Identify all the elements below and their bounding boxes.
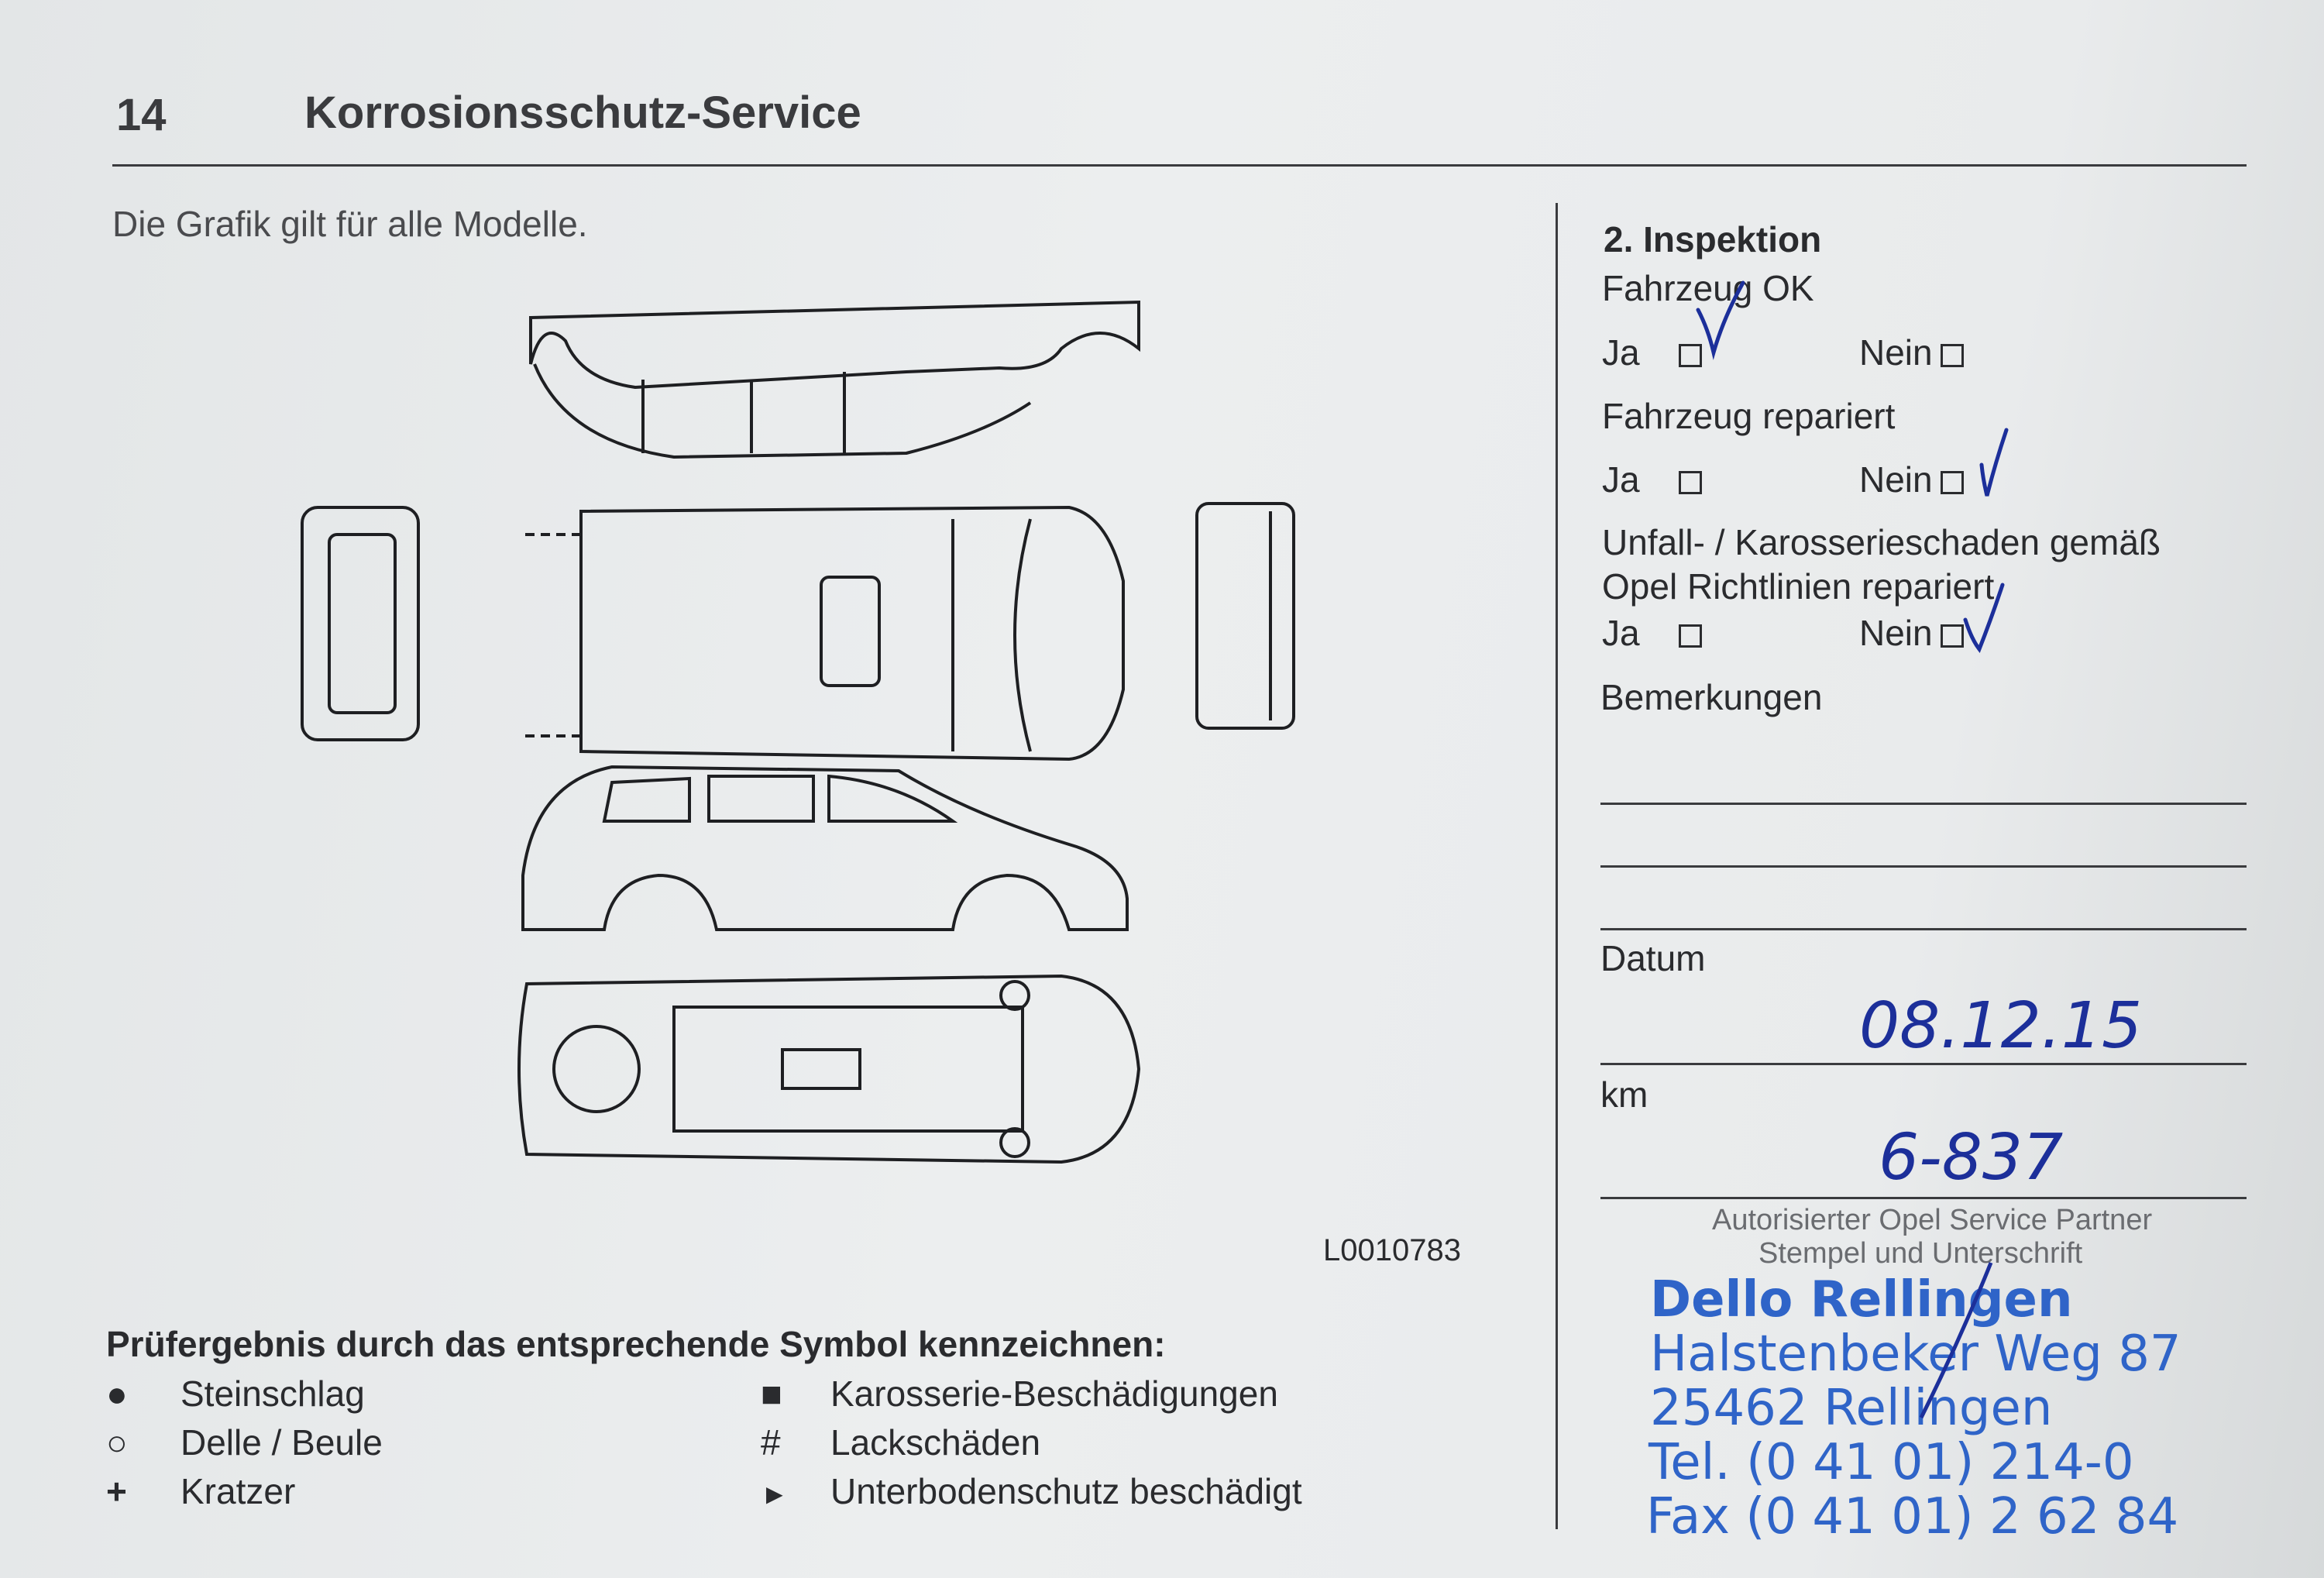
header-rule (112, 164, 2247, 167)
yes-label: Ja (1602, 459, 1640, 500)
legend-item: ► Unterbodenschutz beschädigt (761, 1470, 1302, 1512)
check-mark-icon (1696, 280, 1745, 360)
legend-label: Delle / Beule (180, 1422, 383, 1463)
legend-label: Unterbodenschutz beschädigt (830, 1471, 1302, 1511)
no-label: Nein (1859, 459, 1933, 500)
remarks-line[interactable] (1600, 928, 2247, 930)
checkbox-no[interactable] (1940, 470, 1964, 494)
intro-text: Die Grafik gilt für alle Modelle. (112, 204, 588, 244)
q2-label: Fahrzeug repariert (1602, 396, 1896, 436)
checkbox-yes[interactable] (1678, 624, 1702, 648)
car-underbody-view (517, 974, 1141, 1164)
remarks-line[interactable] (1600, 865, 2247, 868)
q2-no[interactable]: Nein (1859, 459, 1964, 500)
check-mark-icon (1979, 428, 2009, 497)
q2-yes[interactable]: Ja (1602, 459, 1702, 500)
figure-code: L0010783 (1323, 1233, 1461, 1267)
legend-item: ● Steinschlag (106, 1373, 365, 1415)
inspection-title: 2. Inspektion (1604, 219, 1822, 260)
legend-item: # Lackschäden (761, 1422, 1040, 1463)
q1-yes[interactable]: Ja (1602, 332, 1702, 373)
stamp-city: 25462 Rellingen (1650, 1380, 2053, 1437)
check-mark-icon (1963, 583, 2005, 654)
q3-yes[interactable]: Ja (1602, 612, 1702, 654)
date-label: Datum (1600, 938, 1706, 978)
stamp-fax: Fax (0 41 01) 2 62 84 (1646, 1488, 2179, 1545)
car-front-view (301, 506, 420, 741)
scratch-symbol-icon: + (106, 1471, 127, 1511)
km-line (1600, 1197, 2247, 1199)
dent-symbol-icon: ○ (106, 1422, 128, 1463)
no-label: Nein (1859, 332, 1933, 373)
car-top-view (519, 505, 1125, 761)
q3-label-line1: Unfall- / Karosserieschaden gemäß (1602, 522, 2161, 562)
legend-item: + Kratzer (106, 1470, 295, 1512)
handwritten-checkmarks (1696, 280, 2009, 654)
car-side-view (521, 765, 1129, 931)
checkbox-no[interactable] (1940, 343, 1964, 367)
legend-label: Karosserie-Beschädigungen (830, 1373, 1278, 1414)
car-rear-view (1195, 502, 1295, 730)
checkbox-yes[interactable] (1678, 470, 1702, 494)
date-value[interactable]: 08.12.15 (1859, 989, 2143, 1063)
q1-no[interactable]: Nein (1859, 332, 1964, 373)
km-value[interactable]: 6-837 (1879, 1121, 2064, 1195)
legend-item: ■ Karosserie-Beschädigungen (761, 1373, 1278, 1415)
km-label: km (1600, 1074, 1648, 1115)
checkbox-no[interactable] (1940, 624, 1964, 648)
date-line (1600, 1063, 2247, 1065)
legend-item: ○ Delle / Beule (106, 1422, 383, 1463)
no-label: Nein (1859, 613, 1933, 653)
stone-chip-symbol-icon: ● (106, 1373, 128, 1414)
car-diagrams (301, 300, 1295, 1164)
car-side-top-view (529, 300, 1140, 459)
partner-label: Autorisierter Opel Service Partner (1712, 1204, 2153, 1236)
underbody-damage-symbol-icon: ► (761, 1478, 789, 1510)
remarks-label: Bemerkungen (1600, 677, 1823, 717)
remarks-line[interactable] (1600, 803, 2247, 805)
signature-label: Stempel und Unterschrift (1758, 1237, 2083, 1270)
body-damage-symbol-icon: ■ (761, 1373, 782, 1414)
q1-label: Fahrzeug OK (1602, 268, 1814, 308)
legend-label: Lackschäden (830, 1422, 1041, 1463)
checkbox-yes[interactable] (1678, 343, 1702, 367)
yes-label: Ja (1602, 332, 1640, 373)
q3-no[interactable]: Nein (1859, 612, 1964, 654)
page-title: Korrosionsschutz-Service (304, 88, 861, 138)
paint-damage-symbol-icon: # (761, 1422, 781, 1463)
stamp-tel: Tel. (0 41 01) 214-0 (1648, 1434, 2134, 1491)
stamp-street: Halstenbeker Weg 87 (1650, 1325, 2181, 1383)
legend-label: Kratzer (180, 1471, 296, 1511)
yes-label: Ja (1602, 613, 1640, 653)
legend-heading: Prüfergebnis durch das entsprechende Sym… (106, 1324, 1166, 1364)
signature-stroke (1919, 1262, 1993, 1419)
stamp-name: Dello Rellingen (1650, 1271, 2073, 1329)
column-divider (1556, 203, 1558, 1529)
page-number: 14 (116, 90, 167, 140)
legend-label: Steinschlag (180, 1373, 365, 1414)
q3-label-line2: Opel Richtlinien repariert (1602, 566, 1995, 607)
